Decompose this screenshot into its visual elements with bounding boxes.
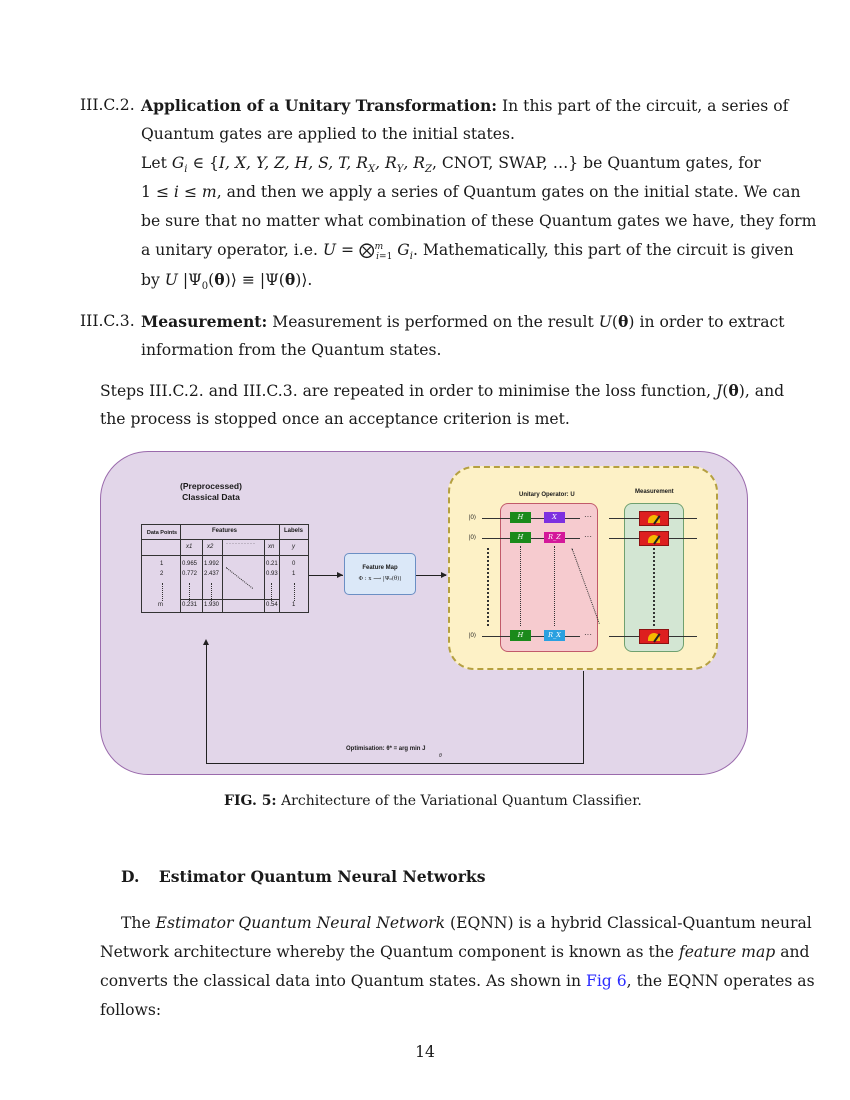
optimisation-sub: θ — [439, 753, 442, 759]
figure-vqc: (Preprocessed) Classical Data Data Point… — [100, 451, 748, 775]
item-number-c3: III.C.3. — [80, 312, 135, 330]
r1-x2: 1.992 — [204, 561, 220, 567]
section-d-num: D. — [121, 867, 140, 886]
math-range: 1 ≤ i ≤ m — [141, 183, 217, 201]
rm-xn: 0.54 — [266, 602, 278, 608]
d-line-4: follows: — [100, 1001, 162, 1019]
col-y: y — [292, 544, 295, 550]
data-table: Data Points Features Labels x1 x2 ······… — [141, 524, 309, 613]
section-d-heading: D. Estimator Quantum Neural Networks — [121, 867, 486, 886]
steps-line-2: the process is stopped once an acceptanc… — [100, 410, 570, 428]
feature-map-formula: Φ : x ⟶ |Ψ₀(θ)⟩ — [358, 576, 402, 582]
rm-x2: 1.930 — [204, 602, 220, 608]
r2-x2: 2.437 — [204, 571, 220, 577]
d-l2a: Network architecture whereby the Quantum… — [100, 943, 679, 961]
c2-line-7: by U |Ψ0(θ)⟩ ≡ |Ψ(θ)⟩. — [141, 270, 312, 292]
r2-xn: 0.93 — [266, 571, 278, 577]
rm-point: m — [158, 602, 163, 608]
math-u-theta: U(θ) — [598, 312, 635, 331]
math-gi-set: Gi — [171, 154, 188, 176]
rm-x1: 0.231 — [182, 602, 198, 608]
math-j-theta: J(θ) — [716, 381, 745, 400]
col-x2: x2 — [207, 544, 214, 550]
c3-l1a: Measurement is performed on the result — [272, 313, 599, 331]
caption-label: FIG. 5: — [224, 793, 277, 809]
meter-icon-2 — [639, 531, 669, 546]
caption-text: Architecture of the Variational Quantum … — [281, 793, 642, 809]
c3-title: Measurement: — [141, 312, 268, 331]
d-l2b: feature map — [678, 943, 776, 961]
c2-line-2: Quantum gates are applied to the initial… — [141, 125, 515, 143]
c2-l6a: a unitary operator, i.e. — [141, 241, 323, 259]
d-line-1: The Estimator Quantum Neural Network (EQ… — [100, 914, 812, 932]
c2-l4: , and then we apply a series of Quantum … — [216, 183, 801, 201]
ket-0-2: |0⟩ — [469, 535, 477, 541]
r2-x1: 0.772 — [182, 571, 198, 577]
gate-h-3: H — [510, 630, 531, 641]
ket-0-1: |0⟩ — [469, 515, 477, 521]
math-tensor: U = ⨂mi=1 Gi — [322, 241, 413, 263]
steps-line-1: Steps III.C.2. and III.C.3. are repeated… — [100, 381, 784, 400]
d-l1b: Estimator Quantum Neural Network — [155, 914, 446, 932]
col-dots: ·········· — [226, 541, 256, 547]
d-l1a: The — [121, 914, 156, 932]
c2-l3a: Let — [141, 154, 172, 172]
d-line-2: Network architecture whereby the Quantum… — [100, 943, 810, 961]
col-labels: Labels — [284, 528, 304, 534]
figure-caption: FIG. 5: Architecture of the Variational … — [224, 793, 642, 809]
meter-icon-3 — [639, 629, 669, 644]
item-number-c2: III.C.2. — [80, 96, 135, 114]
meter-icon-1 — [639, 511, 669, 526]
r1-y: 0 — [292, 561, 296, 567]
col-xn: xn — [268, 544, 275, 550]
unitary-region — [500, 503, 598, 652]
rm-y: 1 — [292, 602, 296, 608]
math-state: U |Ψ0(θ)⟩ ≡ |Ψ(θ)⟩. — [164, 270, 313, 293]
gate-rz: R_Z — [544, 532, 565, 543]
d-l2c: and — [775, 943, 810, 961]
gate-x: X — [544, 512, 565, 523]
optimisation-label: Optimisation: θ* = arg min J — [346, 746, 426, 752]
gate-rx: R_X — [544, 630, 565, 641]
gate-h-1: H — [510, 512, 531, 523]
c2-line-1: Application of a Unitary Transformation:… — [141, 96, 788, 115]
d-line-3: converts the classical data into Quantum… — [100, 972, 815, 990]
col-data-points: Data Points — [146, 530, 178, 536]
c2-text: In this part of the circuit, a series of — [502, 97, 789, 115]
c2-l7a: by — [141, 271, 165, 289]
steps-l1b: , and — [744, 382, 785, 400]
col-x1: x1 — [186, 544, 193, 550]
steps-l1a: Steps III.C.2. and III.C.3. are repeated… — [100, 382, 717, 400]
r2-point: 2 — [160, 571, 164, 577]
fig6-link[interactable]: Fig 6 — [586, 972, 627, 990]
feature-map-box: Feature Map Φ : x ⟶ |Ψ₀(θ)⟩ — [344, 553, 416, 595]
c3-line-1: Measurement: Measurement is performed on… — [141, 312, 785, 331]
r1-x1: 0.965 — [182, 561, 198, 567]
c2-line-3: Let Gi ∈ {I, X, Y, Z, H, S, T, RX, RY, R… — [141, 154, 761, 176]
gate-h-2: H — [510, 532, 531, 543]
feature-map-title: Feature Map — [362, 565, 398, 571]
r2-y: 1 — [292, 571, 296, 577]
d-l3c: , the EQNN operates as — [626, 972, 815, 990]
col-features: Features — [212, 528, 238, 534]
ket-0-3: |0⟩ — [469, 633, 477, 639]
page-number: 14 — [415, 1043, 435, 1061]
c2-line-4: 1 ≤ i ≤ m, and then we apply a series of… — [141, 183, 801, 201]
r1-point: 1 — [160, 561, 164, 567]
c2-line-5: be sure that no matter what combination … — [141, 212, 817, 230]
measurement-label: Measurement — [635, 489, 674, 495]
c2-l6b: . Mathematically, this part of the circu… — [412, 241, 794, 259]
c3-l1b: in order to extract — [634, 313, 785, 331]
c2-line-6: a unitary operator, i.e. U = ⨂mi=1 Gi. M… — [141, 241, 794, 263]
d-l3a: converts the classical data into Quantum… — [100, 972, 586, 990]
c2-title: Application of a Unitary Transformation: — [141, 96, 498, 115]
classical-data-title: (Preprocessed) Classical Data — [180, 481, 242, 502]
section-d-title: Estimator Quantum Neural Networks — [158, 867, 486, 886]
unitary-label: Unitary Operator: U — [519, 492, 575, 498]
d-l1c: (EQNN) is a hybrid Classical-Quantum neu… — [445, 914, 812, 932]
c2-l3b: be Quantum gates, for — [578, 154, 761, 172]
r1-xn: 0.21 — [266, 561, 278, 567]
c3-line-2: information from the Quantum states. — [141, 341, 442, 359]
